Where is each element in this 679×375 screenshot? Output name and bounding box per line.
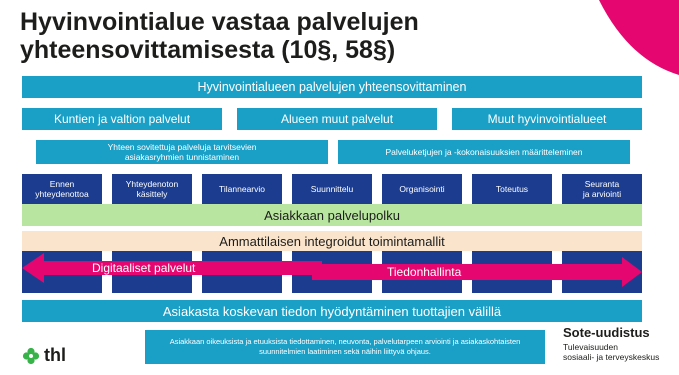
- thl-logo-text: thl: [44, 345, 66, 365]
- thl-flower-icon: [22, 347, 40, 364]
- service-group-regional: Alueen muut palvelut: [237, 108, 437, 130]
- page-title: Hyvinvointialue vastaa palvelujen yhteen…: [20, 8, 580, 64]
- sote-name: Sote-uudistus: [563, 325, 650, 340]
- coordination-bar: Hyvinvointialueen palvelujen yhteensovit…: [22, 76, 642, 98]
- service-group-municipal-state: Kuntien ja valtion palvelut: [22, 108, 222, 130]
- information-management-arrow: [312, 257, 642, 287]
- identification-line-1: Yhteen sovitettuja palveluja tarvitsevie…: [107, 142, 257, 152]
- arrows-layer: Digitaaliset palvelut Tiedonhallinta: [22, 251, 642, 293]
- customer-group-identification: Yhteen sovitettuja palveluja tarvitsevie…: [36, 140, 328, 164]
- info-line-1: Asiakkaan oikeuksista ja etuuksista tied…: [169, 337, 521, 346]
- digital-services-arrow: [22, 253, 322, 283]
- sote-branding: Sote-uudistus Tulevaisuuden sosiaali- ja…: [563, 325, 677, 362]
- sote-tagline-2: sosiaali- ja terveyskeskus: [563, 352, 660, 362]
- info-line-2: suunnitelmien laatiminen sekä näihin lii…: [259, 347, 431, 356]
- step-implementation: Toteutus: [472, 174, 552, 204]
- step-assessment: Tilannearvio: [202, 174, 282, 204]
- step-organizing: Organisointi: [382, 174, 462, 204]
- thl-logo: thl: [22, 345, 66, 366]
- service-chain-definition: Palveluketjujen ja -kokonaisuuksien määr…: [338, 140, 630, 164]
- service-group-other-regions: Muut hyvinvointialueet: [452, 108, 642, 130]
- integrated-operating-models: Ammattilaisen integroidut toimintamallit: [22, 231, 642, 251]
- customer-service-path: Asiakkaan palvelupolku: [22, 204, 642, 226]
- identification-line-2: asiakasryhmien tunnistaminen: [124, 152, 240, 162]
- corner-decoration: [599, 0, 679, 75]
- sote-tagline-1: Tulevaisuuden: [563, 342, 618, 352]
- step-planning: Suunnittelu: [292, 174, 372, 204]
- guidance-info-box: Asiakkaan oikeuksista ja etuuksista tied…: [145, 330, 545, 364]
- title-line-2: yhteensovittamisesta (10§, 58§): [20, 36, 396, 64]
- information-management-label: Tiedonhallinta: [387, 265, 462, 279]
- data-utilization-bar: Asiakasta koskevan tiedon hyödyntäminen …: [22, 300, 642, 322]
- digital-services-label: Digitaaliset palvelut: [92, 261, 196, 275]
- title-line-1: Hyvinvointialue vastaa palvelujen: [20, 8, 419, 36]
